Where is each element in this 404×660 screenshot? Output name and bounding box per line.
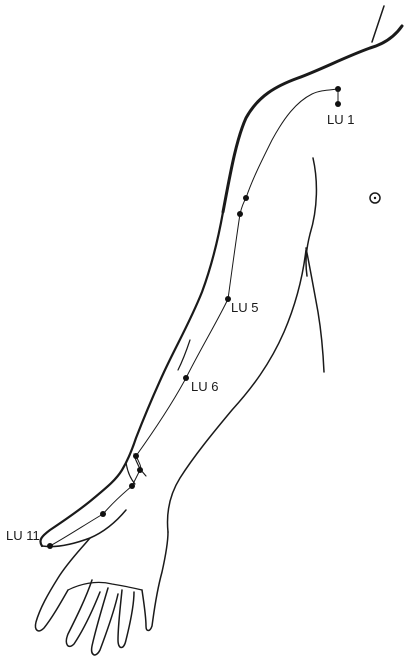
point-upper-arm-1 [243,195,249,201]
lung-meridian-line [50,89,338,546]
inner-arm-outline [168,250,307,532]
knuckle-line [68,582,142,590]
point-thenar [100,511,106,517]
point-wrist-1 [133,453,139,459]
middle-finger-outline [92,588,118,655]
neck-outline [372,6,384,42]
label-lu5: LU 5 [231,300,258,315]
nipple-center-icon [374,197,376,199]
ring-finger-outline [118,590,134,648]
point-wrist-3 [129,483,135,489]
shoulder-outline [223,26,402,212]
label-lu1: LU 1 [327,112,354,127]
torso-side-outline [306,248,324,372]
wrist-crease-2 [126,462,135,484]
little-finger-outline [142,532,168,631]
label-lu6: LU 6 [191,379,218,394]
point-lu11 [47,543,53,549]
point-lu6 [183,375,189,381]
label-lu11: LU 11 [6,528,40,543]
point-upper-arm-2 [237,211,243,217]
point-wrist-2 [137,467,143,473]
elbow-crease [178,340,190,370]
thumb-outline [42,510,126,547]
point-lu1 [335,101,341,107]
